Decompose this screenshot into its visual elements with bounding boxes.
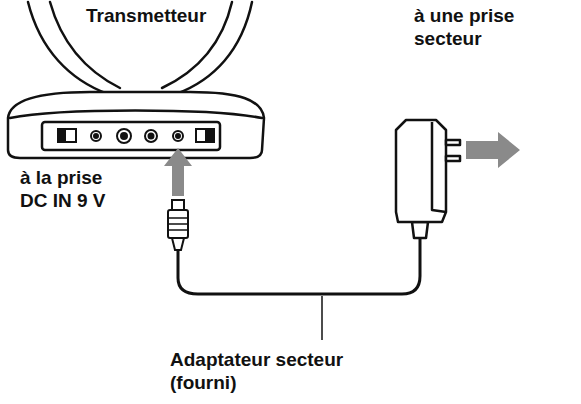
device-label: Transmetteur: [86, 4, 286, 27]
jack-label: à la prise DC IN 9 V: [20, 166, 132, 212]
adapter-label: Adaptateur secteur (fourni): [170, 348, 380, 394]
outlet-label: à une prise secteur: [414, 4, 532, 50]
